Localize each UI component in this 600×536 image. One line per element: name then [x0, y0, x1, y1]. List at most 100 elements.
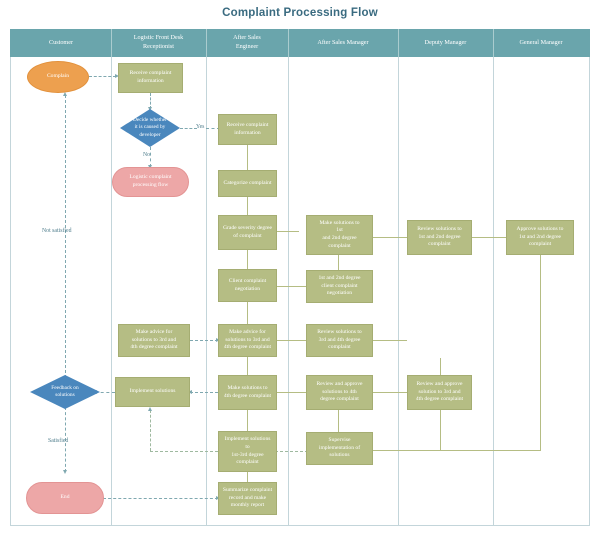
edge-solutions4-to-reviewapprove4	[277, 392, 306, 393]
lane-divider-4	[398, 57, 399, 526]
lane-divider-3	[288, 57, 289, 526]
node-receive-complaint-information-receptionist-label: Receive complaint information	[129, 70, 172, 84]
node-client-complaint-negotiation[interactable]: Client complaint negotiation	[218, 269, 277, 302]
lane-divider-5	[493, 57, 494, 526]
node-make-solutions-1st-2nd-degree-label: Make solutions to 1st and 2nd degree com…	[319, 219, 360, 249]
diamond-shape-icon	[30, 375, 100, 409]
edge-categorize-to-grade	[247, 197, 248, 215]
edge-feedback-not-satisfied-arrow	[62, 92, 67, 96]
node-summarize-complaint-record[interactable]: Summarize complaint record and make mont…	[218, 482, 277, 515]
node-summarize-complaint-record-label: Summarize complaint record and make mont…	[222, 487, 273, 509]
node-implement-solutions-receptionist[interactable]: Implement solutions	[115, 377, 190, 407]
node-review-approve-solution-3rd-4th-deputy-label: Review and approve solution to 3rd and 4…	[415, 381, 464, 403]
edge-grade-to-solutions12	[277, 231, 299, 232]
node-implement-solutions-1st-3rd-label: Implement solutions to 1st-3rd degree co…	[224, 436, 271, 466]
node-feedback-on-solutions[interactable]: Feedback on solutions	[30, 375, 100, 409]
edge-decide-no	[150, 147, 151, 167]
node-1st-2nd-degree-client-negotiation-label: 1st and 2nd degree client complaint nego…	[318, 275, 361, 297]
lane-header-engineer-line2: Engineer	[235, 43, 259, 50]
edge-solutions12-to-review12	[373, 237, 407, 238]
node-grade-severity-degree[interactable]: Grade severity degree of complaint	[218, 215, 277, 250]
edge-complain-to-receive	[89, 76, 116, 77]
edge-implement13-to-summarize	[247, 472, 248, 482]
lane-header-engineer-line1: After Sales	[233, 34, 261, 42]
edge-deputy-to-supervise	[373, 450, 441, 451]
lane-header-receptionist-line2: Receptionist	[143, 43, 174, 50]
edge-label-yes: Yes	[196, 124, 205, 130]
edge-label-not-satisfied: Not satisfied	[42, 228, 72, 234]
node-receive-complaint-information-receptionist[interactable]: Receive complaint information	[118, 63, 183, 93]
edge-decide-yes-seg1	[180, 128, 197, 129]
node-decide-caused-by-developer-label: Decide whether it is caused by developer	[133, 117, 167, 138]
node-grade-severity-degree-label: Grade severity degree of complaint	[222, 224, 273, 239]
lane-divider-5-head	[493, 29, 494, 57]
edge-reviewapprove34-down	[440, 410, 441, 451]
edge-reviewapprove4-to-supervise	[338, 410, 339, 432]
node-make-advice-solutions-3rd-4th-receptionist[interactable]: Make advice for solutions to 3rd and 4th…	[118, 324, 190, 357]
node-make-solutions-4th-degree-label: Make solutions to 4th degree complaint	[223, 384, 272, 399]
node-supervise-implementation[interactable]: Supervise implementation of solutions	[306, 432, 373, 465]
edge-review12-to-approve12	[472, 237, 506, 238]
edge-supervise-to-implement-arrow	[147, 407, 152, 411]
lane-header-receptionist-line1: Logistic Front Desk	[133, 34, 184, 42]
lane-header-after-sales-manager-label: After Sales Manager	[317, 38, 369, 46]
lane-header-deputy-manager: Deputy Manager	[398, 29, 493, 57]
edge-implement-to-feedback	[95, 392, 115, 393]
node-make-advice-solutions-3rd-4th-receptionist-label: Make advice for solutions to 3rd and 4th…	[130, 329, 178, 351]
edge-receive-to-decide	[150, 93, 151, 109]
lane-header-after-sales-manager: After Sales Manager	[288, 29, 398, 57]
node-review-approve-solutions-4th[interactable]: Review and approve solutions to 4th degr…	[306, 375, 373, 410]
edge-end-to-summarize	[103, 498, 218, 499]
node-approve-solutions-1st-2nd-general[interactable]: Approve solutions to 1st and 2nd degree …	[506, 220, 574, 255]
node-categorize-complaint-label: Categorize complaint	[223, 179, 272, 186]
edge-review34-to-reviewapprove34	[373, 340, 407, 341]
node-review-approve-solution-3rd-4th-deputy[interactable]: Review and approve solution to 3rd and 4…	[407, 375, 472, 410]
diamond-shape-icon	[120, 109, 180, 147]
node-categorize-complaint[interactable]: Categorize complaint	[218, 170, 277, 197]
node-review-solutions-3rd-4th-label: Review solutions to 3rd and 4th degree c…	[317, 329, 362, 351]
lane-header-general-manager-label: General Manager	[519, 38, 563, 46]
node-receive-complaint-information-engineer[interactable]: Receive complaint information	[218, 114, 277, 145]
edge-receive-to-decide-arrow	[147, 107, 152, 111]
node-logistic-complaint-processing-flow-label: Logistic complaint processing flow	[129, 174, 172, 188]
edge-implement13-to-implementrec	[190, 392, 218, 393]
node-feedback-on-solutions-label: Feedback on solutions	[51, 384, 79, 398]
edge-receive-to-categorize	[247, 145, 248, 170]
node-decide-caused-by-developer[interactable]: Decide whether it is caused by developer	[120, 109, 180, 147]
node-review-approve-solutions-4th-label: Review and approve solutions to 4th degr…	[316, 381, 363, 403]
edge-negotiation-to-advice	[247, 302, 248, 324]
lane-divider-3-head	[288, 29, 289, 57]
node-1st-2nd-degree-client-negotiation[interactable]: 1st and 2nd degree client complaint nego…	[306, 270, 373, 303]
edge-complain-to-receive-arrow	[115, 73, 119, 78]
node-implement-solutions-1st-3rd[interactable]: Implement solutions to 1st-3rd degree co…	[218, 431, 277, 472]
edge-feedback-not-satisfied	[65, 95, 66, 378]
node-supervise-implementation-label: Supervise implementation of solutions	[318, 437, 361, 459]
node-complain-label: Complain	[46, 73, 70, 80]
lane-divider-4-head	[398, 29, 399, 57]
lane-divider-1-head	[111, 29, 112, 57]
node-implement-solutions-receptionist-label: Implement solutions	[129, 388, 176, 395]
edge-advice-to-solutions4	[247, 357, 248, 375]
node-review-solutions-3rd-4th[interactable]: Review solutions to 3rd and 4th degree c…	[306, 324, 373, 357]
lane-header-customer-label: Customer	[48, 38, 74, 46]
lane-header-general-manager: General Manager	[493, 29, 589, 57]
node-end-label: End	[60, 494, 70, 501]
edge-reviewapprove34-to-reviewapprove4	[373, 392, 407, 393]
node-review-solutions-1st-2nd-deputy[interactable]: Review solutions to 1st and 2nd degree c…	[407, 220, 472, 255]
node-make-advice-solutions-3rd-4th-engineer[interactable]: Make advice for solutions to 3rd and 4th…	[218, 324, 277, 357]
edge-solutions4-to-implement13	[247, 410, 248, 431]
node-approve-solutions-1st-2nd-general-label: Approve solutions to 1st and 2nd degree …	[516, 226, 564, 248]
edge-feedback-satisfied-arrow	[62, 470, 67, 474]
node-client-complaint-negotiation-label: Client complaint negotiation	[228, 277, 267, 292]
edge-label-no: No	[143, 152, 151, 158]
node-complain[interactable]: Complain	[27, 61, 89, 93]
lane-header-deputy-manager-label: Deputy Manager	[424, 38, 467, 46]
page-title: Complaint Processing Flow	[222, 7, 378, 19]
node-make-solutions-1st-2nd-degree[interactable]: Make solutions to 1st and 2nd degree com…	[306, 215, 373, 255]
edge-review12dep-down	[440, 358, 441, 378]
node-make-advice-solutions-3rd-4th-engineer-label: Make advice for solutions to 3rd and 4th…	[223, 329, 272, 351]
node-end[interactable]: End	[26, 482, 104, 514]
node-logistic-complaint-processing-flow[interactable]: Logistic complaint processing flow	[112, 167, 189, 197]
node-make-solutions-4th-degree[interactable]: Make solutions to 4th degree complaint	[218, 375, 277, 410]
